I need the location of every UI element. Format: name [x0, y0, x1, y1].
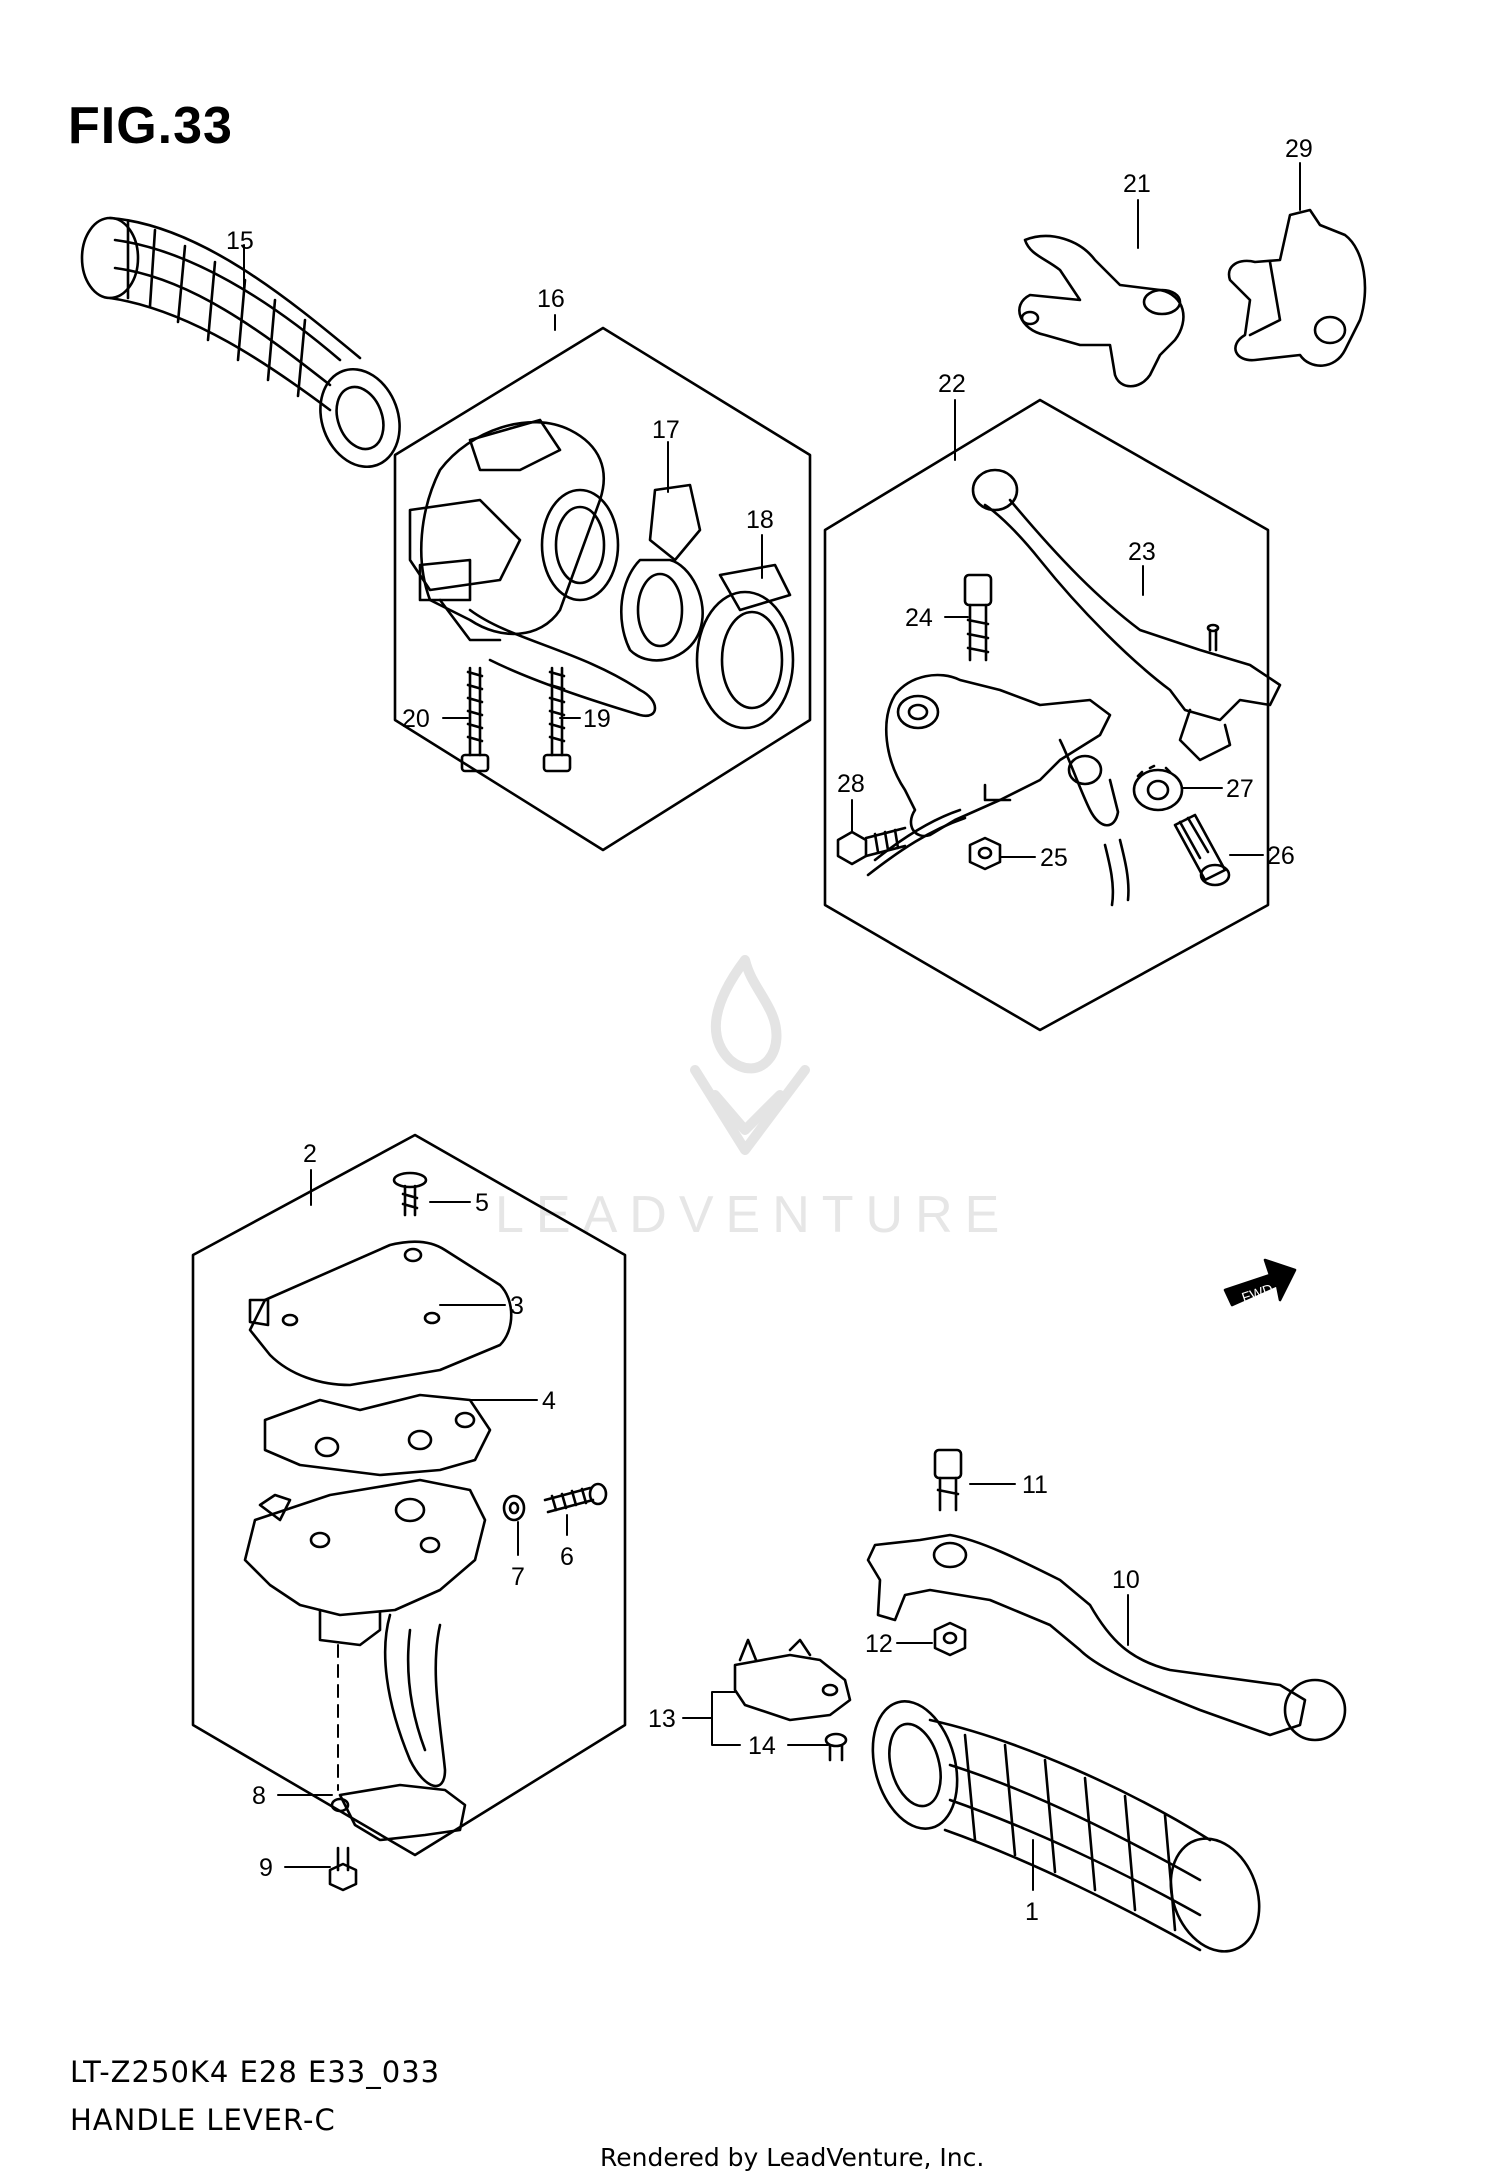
callout-24: 24	[905, 604, 933, 632]
part-29-cover	[1227, 208, 1367, 367]
callout-1: 1	[1025, 1898, 1039, 1926]
callout-9: 9	[259, 1854, 273, 1882]
fwd-direction-arrow: FWD	[1223, 1258, 1297, 1307]
callout-12: 12	[865, 1630, 893, 1658]
callout-22: 22	[938, 370, 966, 398]
part-8-bracket	[330, 1783, 467, 1842]
callout-25: 25	[1040, 844, 1068, 872]
callout-17: 17	[652, 416, 680, 444]
callout-23: 23	[1128, 538, 1156, 566]
callout-26: 26	[1267, 842, 1295, 870]
part-15-left-grip	[80, 216, 401, 469]
part-18-throttle-housing	[695, 563, 795, 730]
callout-7: 7	[511, 1563, 525, 1591]
part-27-adjuster-ring	[1132, 764, 1184, 812]
callout-16: 16	[537, 285, 565, 313]
callout-11: 11	[1022, 1471, 1048, 1499]
part-20-screw	[460, 666, 490, 773]
brake-master-assembly-frame	[191, 1133, 627, 1857]
callout-18: 18	[746, 506, 774, 534]
callout-3: 3	[510, 1292, 524, 1320]
callout-20: 20	[402, 705, 430, 733]
callout-13: 13	[648, 1705, 676, 1733]
model-code: LT-Z250K4 E28 E33_033	[70, 2055, 441, 2089]
watermark-logo	[690, 955, 810, 1155]
callout-5: 5	[475, 1189, 489, 1217]
switch-assembly-frame	[393, 326, 812, 852]
part-5-screw	[392, 1171, 428, 1217]
part-13-brake-switch	[733, 1638, 852, 1722]
part-9-bolt	[328, 1846, 358, 1892]
part-16-switch-housing	[408, 418, 657, 718]
part-10-brake-lever	[866, 1533, 1347, 1742]
watermark-text: LEADVENTURE	[495, 1186, 1012, 1244]
callout-29: 29	[1285, 135, 1313, 163]
callout-14: 14	[748, 1732, 776, 1760]
part-21-parking-lock	[1018, 234, 1185, 388]
part-3-reservoir-cap	[248, 1240, 513, 1387]
part-11-pivot-bolt	[933, 1448, 963, 1512]
part-4-diaphragm-plate	[263, 1393, 492, 1477]
part-23-clutch-lever	[971, 468, 1282, 762]
part-24-pivot-bolt	[963, 573, 993, 662]
callout-10: 10	[1112, 1566, 1140, 1594]
part-26-adjuster	[1173, 813, 1231, 887]
clutch-lever-holder	[866, 673, 1130, 907]
callout-6: 6	[560, 1543, 574, 1571]
callout-labels: 15 16 17 18 19 20 21 22 23 24 25 26 27 2…	[226, 135, 1313, 1926]
clutch-lever-assembly-frame	[823, 398, 1270, 1032]
callout-19: 19	[583, 705, 611, 733]
leader-lines	[243, 162, 1301, 1891]
part-1-right-grip	[871, 1700, 1261, 1953]
part-7-washer	[502, 1494, 526, 1522]
callout-15: 15	[226, 227, 254, 255]
part-6-bolt	[543, 1482, 608, 1514]
callout-28: 28	[837, 770, 865, 798]
part-25-nut	[968, 836, 1002, 871]
part-12-nut	[933, 1621, 967, 1657]
callout-21: 21	[1123, 170, 1151, 198]
callout-4: 4	[542, 1387, 556, 1415]
brake-master-cylinder-body	[243, 1478, 487, 1788]
figure-name: HANDLE LEVER-C	[70, 2103, 336, 2137]
part-19-screw	[542, 666, 572, 773]
part-14-screw	[824, 1732, 848, 1762]
callout-27: 27	[1226, 775, 1254, 803]
render-credit: Rendered by LeadVenture, Inc.	[600, 2143, 985, 2172]
figure-title: FIG.33	[68, 97, 233, 155]
part-17-throttle-lever	[620, 483, 704, 662]
callout-2: 2	[303, 1140, 317, 1168]
callout-8: 8	[252, 1782, 266, 1810]
